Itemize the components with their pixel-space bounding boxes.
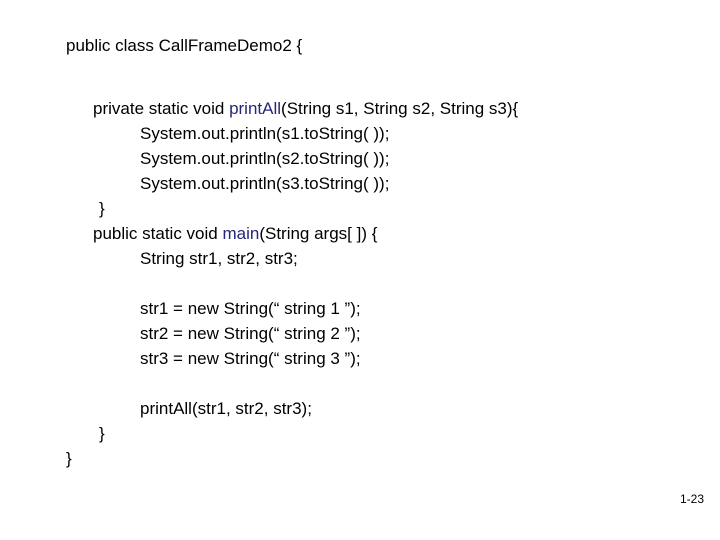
code-text-print-all-method-name: printAll [229, 99, 282, 118]
page-number: 1-23 [679, 492, 704, 506]
code-line-println-s2: System.out.println(s2.toString( )); [0, 146, 720, 171]
code-text-call-print-all: printAll(str1, str2, str3); [140, 399, 312, 418]
code-line-print-all-signature: private static void printAll(String s1, … [0, 96, 720, 121]
code-blank-line-2 [0, 271, 720, 296]
code-blank-line-3 [0, 371, 720, 396]
code-line-close-print-all: } [0, 196, 720, 221]
code-text-assign-str1: str1 = new String(“ string 1 ”); [140, 299, 361, 318]
code-line-println-s1: System.out.println(s1.toString( )); [0, 121, 720, 146]
code-line-close-main: } [0, 421, 720, 446]
code-text-println-s3: System.out.println(s3.toString( )); [140, 174, 390, 193]
code-text-main-method-name: main [222, 224, 260, 243]
code-listing: public class CallFrameDemo2 { private st… [0, 33, 720, 471]
code-text-declare-strings: String str1, str2, str3; [140, 249, 298, 268]
code-text-class-declaration: public class CallFrameDemo2 { [66, 36, 303, 55]
code-line-println-s3: System.out.println(s3.toString( )); [0, 171, 720, 196]
code-text-close-main: } [99, 424, 105, 443]
code-blank-line-1b [0, 83, 720, 96]
code-line-declare-strings: String str1, str2, str3; [0, 246, 720, 271]
code-line-main-signature: public static void main(String args[ ]) … [0, 221, 720, 246]
code-text-main-params: (String args[ ]) { [259, 224, 378, 243]
code-text-close-print-all: } [99, 199, 105, 218]
code-text-assign-str2: str2 = new String(“ string 2 ”); [140, 324, 361, 343]
code-line-assign-str3: str3 = new String(“ string 3 ”); [0, 346, 720, 371]
code-text-println-s2: System.out.println(s2.toString( )); [140, 149, 390, 168]
code-line-assign-str1: str1 = new String(“ string 1 ”); [0, 296, 720, 321]
code-line-close-class: } [0, 446, 720, 471]
code-line-assign-str2: str2 = new String(“ string 2 ”); [0, 321, 720, 346]
code-text-println-s1: System.out.println(s1.toString( )); [140, 124, 390, 143]
code-text-print-all-prefix: private static void [93, 99, 230, 118]
code-line-class-declaration: public class CallFrameDemo2 { [0, 33, 720, 58]
code-line-call-print-all: printAll(str1, str2, str3); [0, 396, 720, 421]
code-blank-line-1 [0, 58, 720, 83]
code-text-assign-str3: str3 = new String(“ string 3 ”); [140, 349, 361, 368]
code-text-main-prefix: public static void [93, 224, 223, 243]
code-text-print-all-params: (String s1, String s2, String s3){ [281, 99, 519, 118]
code-text-close-class: } [66, 449, 72, 468]
